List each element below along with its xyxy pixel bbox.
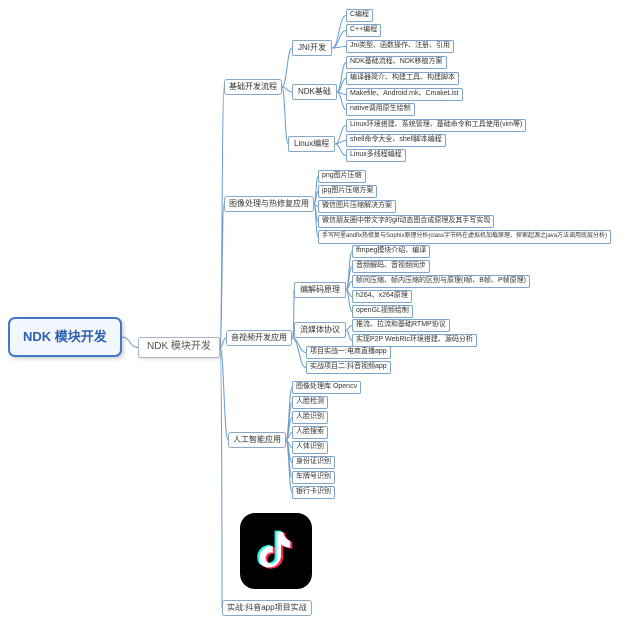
topic-node[interactable]: openGL视频绘制 <box>352 305 413 318</box>
topic-node[interactable]: 编译器简介、构建工具、构建脚本 <box>346 72 459 85</box>
douyin-logo <box>240 513 312 589</box>
topic-node[interactable]: 微信图片压缩解决方案 <box>318 200 396 213</box>
subtopic-linux-programming[interactable]: Linux编程 <box>288 136 336 152</box>
topic-node[interactable]: NDK基础流程、NDK移植方案 <box>346 56 447 69</box>
topic-node[interactable]: 帧间压缩、帧内压缩的区别与原理(I帧、B帧、P帧原理) <box>352 275 530 288</box>
topic-node[interactable]: Linux多线程编程 <box>346 149 406 162</box>
subtopic-jni-dev[interactable]: JNI开发 <box>292 40 332 56</box>
topic-node[interactable]: 音频解码、音视频同步 <box>352 260 430 273</box>
branch-douyin-project[interactable]: 实战:抖音app项目实战 <box>222 600 312 616</box>
topic-node[interactable]: 人体识别 <box>292 441 328 454</box>
topic-node[interactable]: 手写阿里andfix热修复与Sophix原理分析(class字节码在虚拟机加载原… <box>318 230 612 244</box>
root-node[interactable]: NDK 模块开发 <box>8 317 122 358</box>
topic-node[interactable]: Jni类型、函数操作、注册、引用 <box>346 40 454 53</box>
branch-basic-dev-flow[interactable]: 基础开发流程 <box>224 79 282 95</box>
topic-node[interactable]: C++编程 <box>346 24 382 37</box>
topic-node[interactable]: 实现P2P WebRtc环境搭建、源码分析 <box>352 334 477 347</box>
topic-node[interactable]: 推流、拉流和基础RTMP协议 <box>352 319 450 332</box>
topic-node[interactable]: 项目实战一:电商直播app <box>306 346 391 359</box>
topic-node[interactable]: h264、x264原理 <box>352 290 412 303</box>
topic-node[interactable]: 身份证识别 <box>292 456 335 469</box>
topic-node[interactable]: 人脸搜索 <box>292 426 328 439</box>
subtopic-ndk-basics[interactable]: NDK基础 <box>292 84 337 100</box>
branch-ai[interactable]: 人工智能应用 <box>228 432 286 448</box>
topic-node[interactable]: 人脸识别 <box>292 411 328 424</box>
center-node[interactable]: NDK 模块开发 <box>138 337 220 358</box>
topic-node[interactable]: 人脸检测 <box>292 396 328 409</box>
subtopic-streaming-protocol[interactable]: 流媒体协议 <box>294 322 346 338</box>
topic-node[interactable]: 微信朋友圈中带文字的gif动态图合成原理及其手写实现 <box>318 215 495 228</box>
topic-node[interactable]: ffmpeg模块介绍、编译 <box>352 245 431 258</box>
topic-node[interactable]: Linux环境搭建、系统管理、基础命令和工具使用(vim等) <box>346 119 527 132</box>
branch-audio-video[interactable]: 音视频开发应用 <box>226 330 292 346</box>
topic-node[interactable]: jpg图片压缩方案 <box>318 185 378 198</box>
topic-node[interactable]: C编程 <box>346 9 374 22</box>
music-note-icon <box>257 530 293 569</box>
branch-image-hotfix[interactable]: 图像处理与热修复应用 <box>224 196 314 212</box>
topic-node[interactable]: 车牌号识别 <box>292 471 335 484</box>
topic-node[interactable]: 实战项目二:抖音视频app <box>306 361 391 374</box>
topic-node[interactable]: 银行卡识别 <box>292 486 335 499</box>
topic-node[interactable]: Makefile、Android.mk、CmakeList <box>346 88 463 101</box>
topic-node[interactable]: shell命令大全、shell脚本编程 <box>346 134 446 147</box>
topic-node[interactable]: png图片压缩 <box>318 170 366 183</box>
topic-node[interactable]: 图像处理库 Opencv <box>292 381 362 394</box>
topic-node[interactable]: native调用原生绘制 <box>346 103 415 116</box>
subtopic-codec-principle[interactable]: 编解码原理 <box>294 282 346 298</box>
